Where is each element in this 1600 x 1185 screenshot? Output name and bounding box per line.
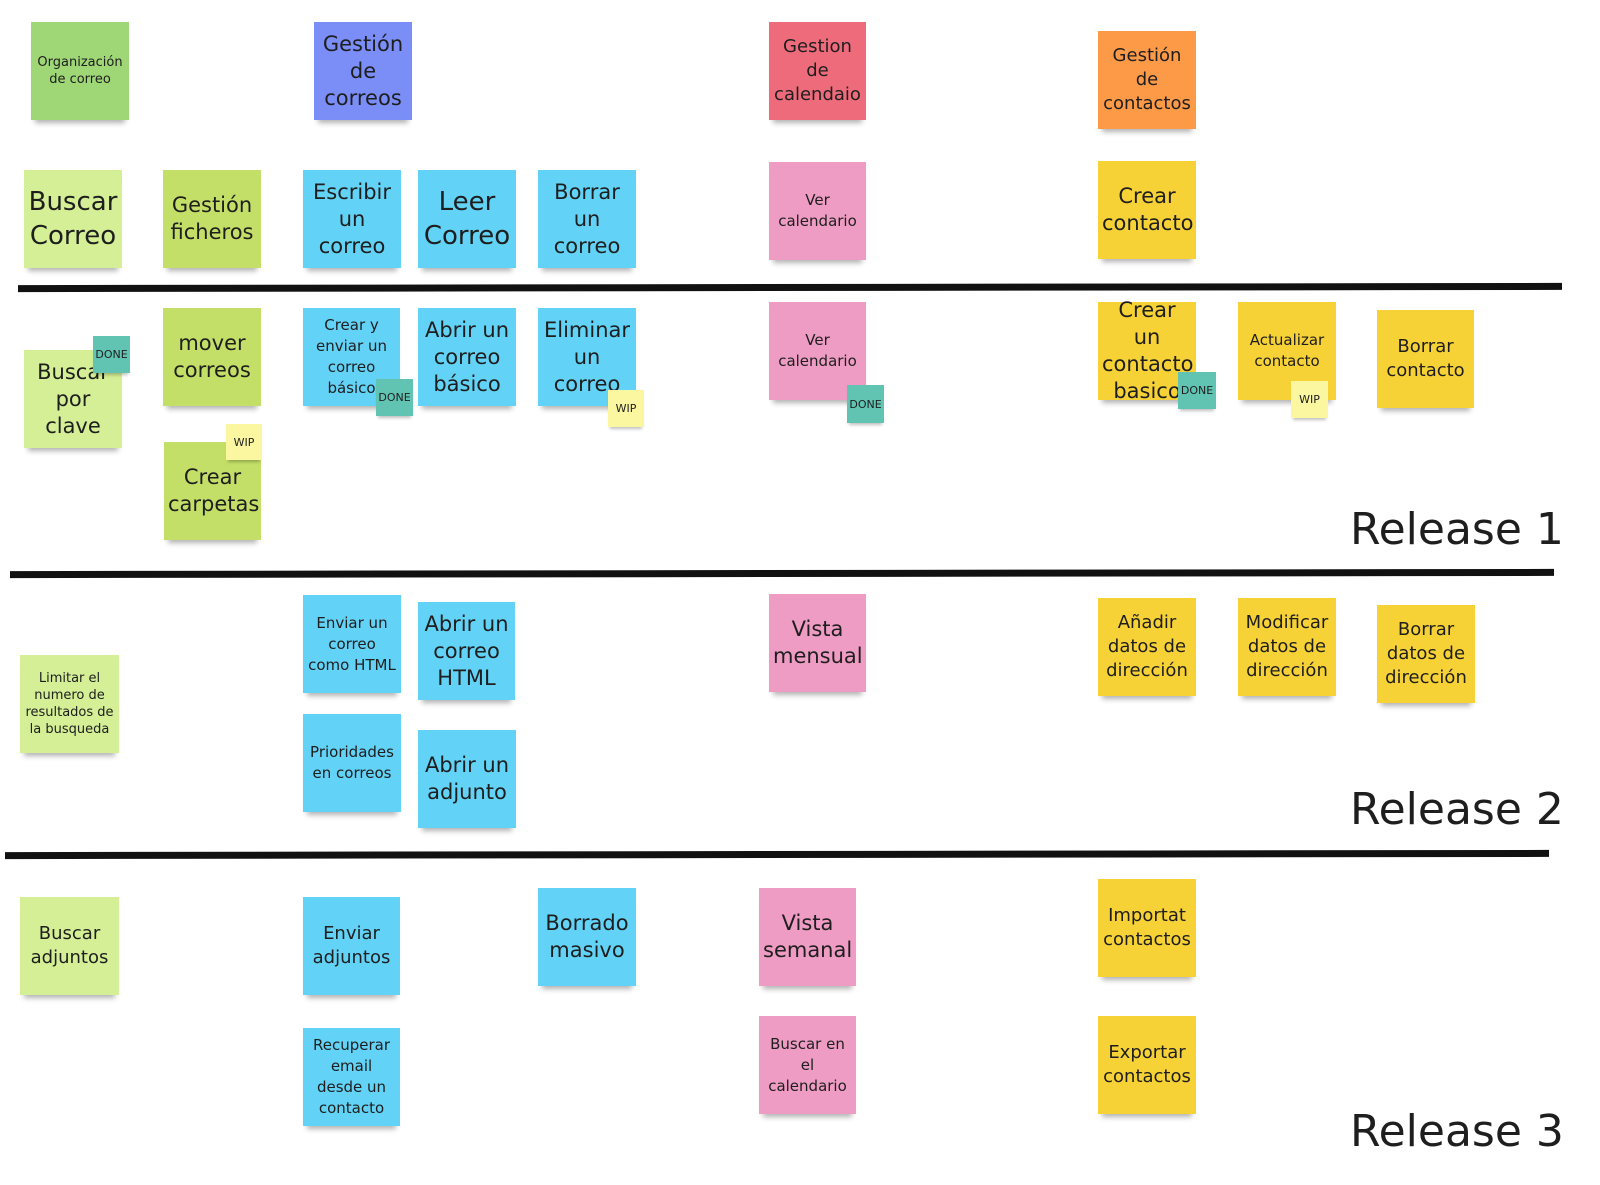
- story-recover-email-from-contact[interactable]: Recuperar email desde un contacto: [303, 1028, 400, 1126]
- wip-tag: WIP: [1291, 381, 1328, 418]
- story-modify-address[interactable]: Modificar datos de dirección: [1238, 598, 1336, 696]
- wip-tag: WIP: [226, 424, 262, 460]
- story-search-calendar[interactable]: Buscar en el calendario: [759, 1016, 856, 1114]
- story-export-contacts[interactable]: Exportar contactos: [1098, 1016, 1196, 1114]
- story-add-address[interactable]: Añadir datos de dirección: [1098, 598, 1196, 696]
- story-mass-delete[interactable]: Borrado masivo: [538, 888, 636, 986]
- note-text: Crear y enviar un correo básico: [316, 316, 387, 397]
- release-1-label: Release 1: [1350, 504, 1564, 555]
- note-text: Prioridades en correos: [310, 743, 394, 782]
- story-delete-contact[interactable]: Borrar contacto: [1377, 310, 1474, 408]
- story-read-email[interactable]: Leer Correo: [418, 170, 516, 268]
- note-text: Recuperar email desde un contacto: [312, 1036, 390, 1117]
- note-text: Borrar contacto: [1386, 336, 1465, 381]
- note-text: Ver calendario: [778, 331, 857, 370]
- note-text: Buscar en el calendario: [768, 1034, 847, 1095]
- story-view-calendar[interactable]: Ver calendario: [769, 162, 866, 260]
- story-file-management[interactable]: Gestión ficheros: [163, 170, 261, 268]
- activity-email-organization[interactable]: Organización de correo: [31, 22, 129, 120]
- release-2-label: Release 2: [1350, 784, 1564, 835]
- note-text: Abrir un correo HTML: [424, 611, 509, 690]
- note-text: Gestion de calendaio: [774, 36, 861, 105]
- story-create-send-basic-email[interactable]: Crear y enviar un correo básico: [303, 308, 400, 406]
- story-send-attachments[interactable]: Enviar adjuntos: [303, 897, 400, 995]
- story-view-calendar-r1[interactable]: Ver calendario: [769, 302, 866, 400]
- story-import-contacts[interactable]: Importat contactos: [1098, 879, 1196, 977]
- note-text: Vista semanal: [763, 911, 853, 962]
- story-remove-email[interactable]: Eliminar un correo: [538, 308, 636, 406]
- note-text: Exportar contactos: [1103, 1042, 1191, 1087]
- release-3-label: Release 3: [1350, 1106, 1564, 1157]
- note-text: Crear contacto: [1102, 184, 1194, 235]
- note-text: Añadir datos de dirección: [1106, 612, 1188, 681]
- note-text: Gestión ficheros: [170, 193, 254, 244]
- note-text: Eliminar un correo: [543, 317, 631, 396]
- note-text: Escribir un correo: [312, 179, 392, 258]
- note-text: Gestión de contactos: [1103, 45, 1191, 114]
- story-open-attachment[interactable]: Abrir un adjunto: [418, 730, 516, 828]
- note-text: Buscar adjuntos: [30, 923, 109, 968]
- note-text: Abrir un adjunto: [424, 753, 510, 804]
- note-text: Gestión de correos: [322, 31, 404, 110]
- note-text: Ver calendario: [778, 191, 857, 230]
- story-weekly-view[interactable]: Vista semanal: [759, 888, 856, 986]
- done-tag: DONE: [847, 385, 884, 423]
- story-write-email[interactable]: Escribir un correo: [303, 170, 401, 268]
- done-tag: DONE: [93, 336, 130, 373]
- divider-backbone: [17, 282, 1563, 293]
- activity-contacts-management[interactable]: Gestión de contactos: [1098, 31, 1196, 129]
- activity-calendar-management[interactable]: Gestion de calendaio: [769, 22, 866, 120]
- story-create-contact[interactable]: Crear contacto: [1098, 161, 1196, 259]
- activity-email-management[interactable]: Gestión de correos: [314, 22, 412, 120]
- divider-release-1: [9, 568, 1555, 579]
- story-search-email[interactable]: Buscar Correo: [24, 170, 122, 268]
- note-text: Limitar el numero de resultados de la bu…: [25, 671, 114, 737]
- note-text: Enviar adjuntos: [312, 923, 391, 968]
- story-send-html-email[interactable]: Enviar un correo como HTML: [303, 595, 401, 693]
- divider-release-2: [4, 849, 1550, 860]
- note-text: Borrar un correo: [553, 179, 621, 258]
- note-text: Modificar datos de dirección: [1245, 612, 1329, 681]
- note-text: mover correos: [173, 331, 251, 382]
- done-tag: DONE: [376, 379, 413, 416]
- story-limit-results[interactable]: Limitar el numero de resultados de la bu…: [20, 655, 119, 753]
- story-move-emails[interactable]: mover correos: [163, 308, 261, 406]
- story-delete-address[interactable]: Borrar datos de dirección: [1377, 605, 1475, 703]
- story-monthly-view[interactable]: Vista mensual: [769, 594, 866, 692]
- story-email-priorities[interactable]: Prioridades en correos: [303, 714, 401, 812]
- note-text: Borrar datos de dirección: [1385, 619, 1467, 688]
- note-text: Borrado masivo: [545, 911, 629, 962]
- note-text: Actualizar contacto: [1249, 331, 1325, 370]
- note-text: Abrir un correo básico: [424, 317, 510, 396]
- story-open-html-email[interactable]: Abrir un correo HTML: [418, 602, 515, 700]
- note-text: Vista mensual: [773, 617, 863, 668]
- note-text: Crear un contacto basico: [1102, 298, 1194, 403]
- note-text: Organización de correo: [37, 55, 123, 87]
- story-open-basic-email[interactable]: Abrir un correo básico: [418, 308, 516, 406]
- note-text: Importat contactos: [1103, 905, 1191, 950]
- note-text: Crear carpetas: [168, 465, 260, 516]
- wip-tag: WIP: [608, 390, 644, 427]
- story-create-folders[interactable]: Crear carpetas: [164, 442, 261, 540]
- note-text: Enviar un correo como HTML: [308, 613, 396, 674]
- story-delete-email[interactable]: Borrar un correo: [538, 170, 636, 268]
- note-text: Buscar Correo: [28, 187, 118, 251]
- note-text: Leer Correo: [423, 187, 511, 251]
- story-search-attachments[interactable]: Buscar adjuntos: [20, 897, 119, 995]
- done-tag: DONE: [1178, 372, 1216, 409]
